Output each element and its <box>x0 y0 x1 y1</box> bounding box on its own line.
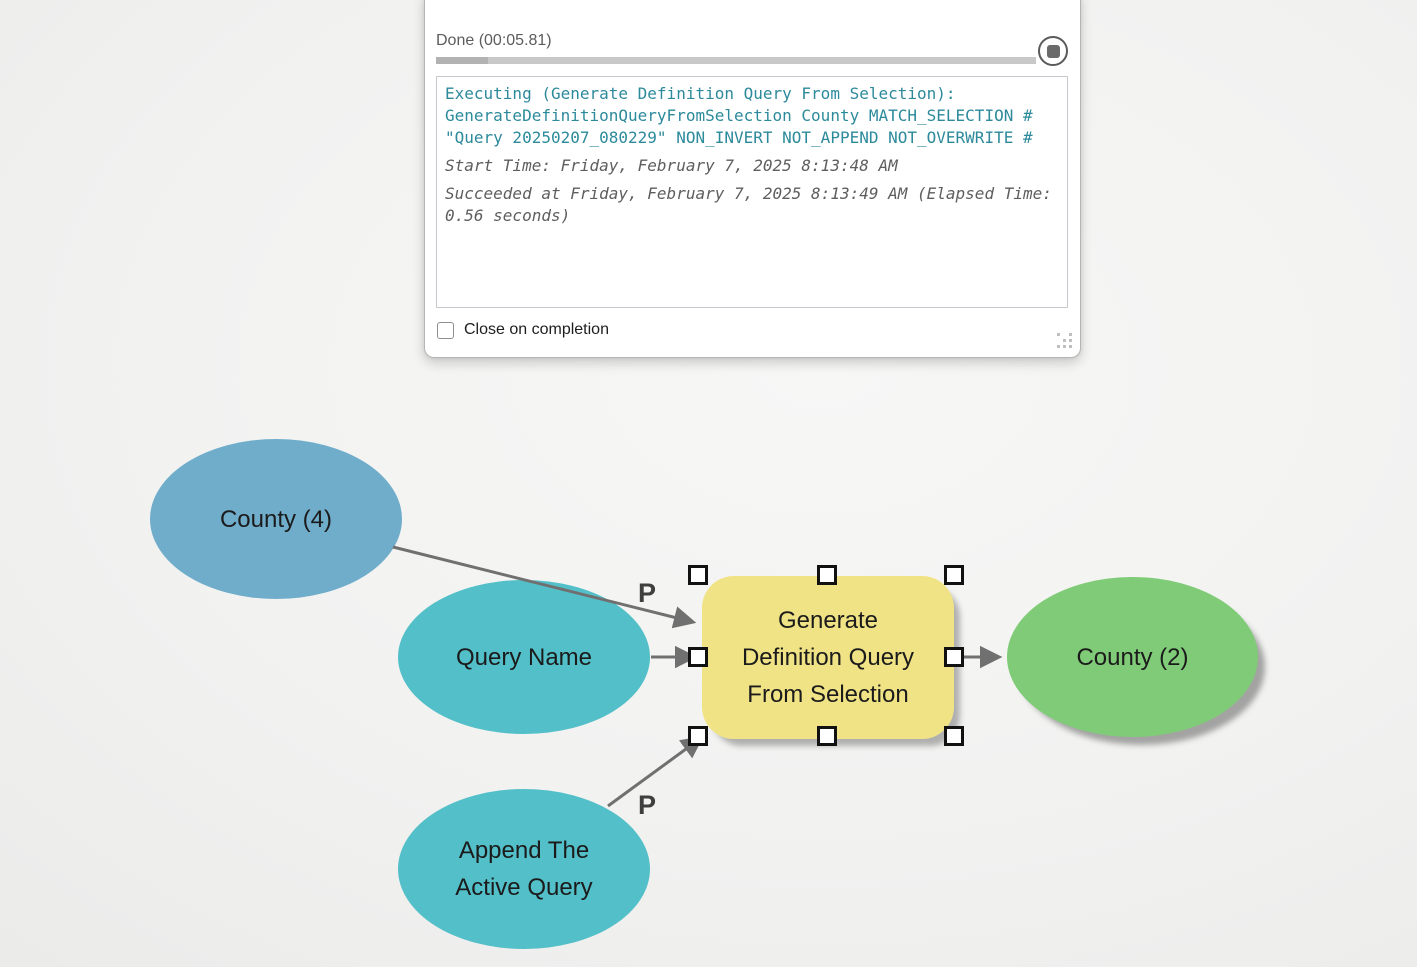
log-command-line: "Query 20250207_080229" NON_INVERT NOT_A… <box>445 128 1033 147</box>
close-on-completion-label: Close on completion <box>464 321 609 338</box>
node-label: From Selection <box>747 681 909 708</box>
parameter-variable-append-active-query[interactable]: Append The Active Query <box>398 789 650 949</box>
node-label: County (2) <box>1076 643 1189 671</box>
execution-log[interactable]: Executing (Generate Definition Query Fro… <box>436 76 1068 308</box>
close-on-completion-checkbox[interactable] <box>437 322 454 339</box>
log-command-line: Executing (Generate Definition Query Fro… <box>445 84 956 103</box>
output-variable-county[interactable]: County (2) <box>1007 577 1258 737</box>
node-label: Append The <box>458 837 590 864</box>
selection-handle-top-left[interactable] <box>688 565 708 585</box>
selection-handle-top-right[interactable] <box>944 565 964 585</box>
selection-handle-mid-left[interactable] <box>688 647 708 667</box>
selection-handle-bottom-center[interactable] <box>817 726 837 746</box>
node-label: Generate <box>777 607 879 634</box>
log-command-line: GenerateDefinitionQueryFromSelection Cou… <box>445 106 1033 125</box>
dialog-resize-grip[interactable] <box>1057 333 1073 349</box>
connector-append-query-to-tool[interactable] <box>607 736 704 808</box>
tool-generate-definition-query-from-selection[interactable]: Generate Definition Query From Selection <box>702 576 954 739</box>
parameter-variable-query-name[interactable]: Query Name <box>398 580 650 734</box>
selection-handle-bottom-right[interactable] <box>944 726 964 746</box>
node-label: County (4) <box>219 505 333 533</box>
log-result-line: 0.56 seconds) <box>445 206 571 225</box>
node-label: Active Query <box>455 874 593 901</box>
stop-button[interactable] <box>1038 36 1068 66</box>
progress-status-text: Done (00:05.81) <box>436 32 552 49</box>
selection-handle-top-center[interactable] <box>817 565 837 585</box>
log-result-line: Succeeded at Friday, February 7, 2025 8:… <box>445 184 1052 203</box>
stop-icon <box>1046 44 1060 58</box>
selection-handle-bottom-left[interactable] <box>688 726 708 746</box>
geoprocessing-progress-dialog: Done (00:05.81) Executing (Generate Defi… <box>424 0 1081 358</box>
node-label: Definition Query <box>741 644 915 671</box>
connector-county-to-tool[interactable] <box>392 545 697 629</box>
input-variable-county[interactable]: County (4) <box>150 439 402 599</box>
parameter-marker: P <box>638 578 657 608</box>
parameter-marker: P <box>638 790 657 820</box>
node-label: Query Name <box>455 643 593 671</box>
progress-bar <box>436 57 1036 64</box>
log-start-time: Start Time: Friday, February 7, 2025 8:1… <box>445 156 898 175</box>
selection-handle-mid-right[interactable] <box>944 647 964 667</box>
